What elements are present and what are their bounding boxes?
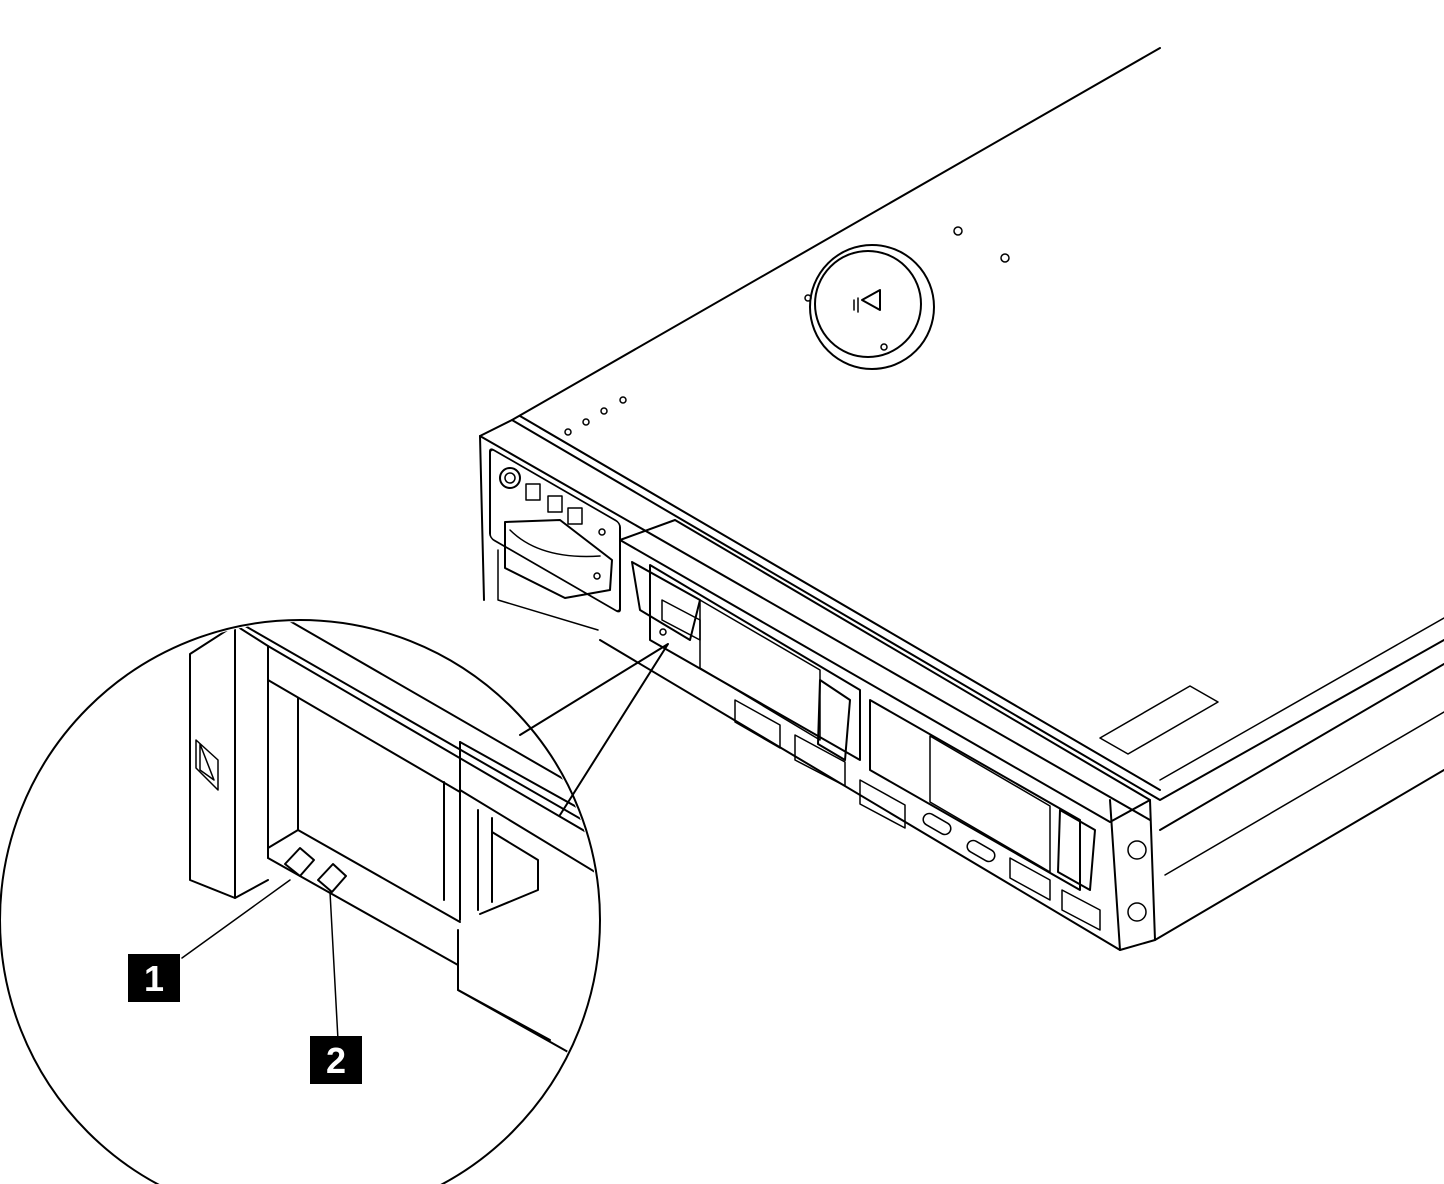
callout-leaders bbox=[181, 879, 339, 1041]
drive-bays bbox=[619, 519, 1151, 931]
callout-1-label: 1 bbox=[144, 958, 164, 999]
server-chassis bbox=[479, 47, 1444, 951]
drive-activity-led bbox=[284, 847, 315, 877]
eject-button-icon bbox=[804, 244, 935, 370]
detail-magnifier bbox=[0, 619, 669, 1184]
callout-2-label: 2 bbox=[326, 1040, 346, 1081]
drive-status-led bbox=[317, 863, 347, 893]
front-panel-controls bbox=[489, 448, 621, 631]
callout-2: 2 bbox=[310, 1036, 362, 1084]
power-button-icon bbox=[499, 467, 521, 489]
callout-1: 1 bbox=[128, 954, 180, 1002]
detail-drive-closeup bbox=[189, 622, 598, 1071]
